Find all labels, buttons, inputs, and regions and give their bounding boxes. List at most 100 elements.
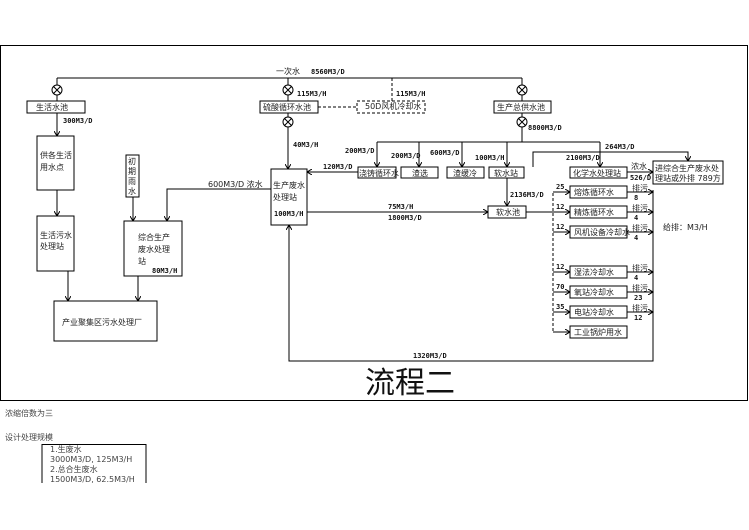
concentration-note: 浓缩倍数为三 [5,408,53,418]
flow-label: 1320M3/D [413,352,447,360]
page-title: 流程二 [365,366,455,401]
svg-text:生产废水: 生产废水 [273,180,305,190]
svg-text:雨: 雨 [128,177,136,186]
flow-label: 120M3/D [323,163,353,171]
source-flow: 8560M3/D [311,68,345,76]
svg-text:进综合生产废水处: 进综合生产废水处 [655,163,719,173]
svg-text:理站或外排 789方: 理站或外排 789方 [655,173,721,183]
chemical-water-station-box: 化学水处理站 [569,166,628,179]
slag-cooling-box: 渣缓冷 [446,166,485,179]
drain-flow: 4 [634,234,638,242]
flow-label: 600M3/D [430,149,460,157]
drain-flow: 23 [634,294,642,302]
svg-text:1.生废水: 1.生废水 [50,444,82,454]
drain-label: 排污 [632,303,648,313]
water-user-label: 氧站冷却水 [574,287,614,297]
svg-text:综合生产: 综合生产 [138,232,170,242]
water-user-label: 工业锅炉用水 [574,327,622,337]
svg-text:3000M3/D, 125M3/H: 3000M3/D, 125M3/H [50,455,132,464]
flow-label: 40M3/H [293,141,318,149]
flow-label: 600M3/D 浓水 [208,179,263,189]
soft-water-pool-box: 软水池 [487,205,527,219]
svg-text:处理站: 处理站 [40,241,64,251]
flow-label: 2136M3/D [510,191,544,199]
svg-text:期: 期 [128,167,136,176]
svg-text:渣缓冷: 渣缓冷 [453,168,477,178]
valve-icon [282,116,294,128]
feed-flow: 12 [556,263,564,271]
feed-flow: 25 [556,183,564,191]
water-user-box [569,325,628,339]
svg-text:生活污水: 生活污水 [40,230,72,240]
feed-flow: 12 [556,223,564,231]
svg-text:100M3/H: 100M3/H [274,210,304,218]
valve-icon [282,84,294,96]
svg-text:80M3/H: 80M3/H [152,267,177,275]
svg-text:渣选: 渣选 [412,168,428,178]
svg-text:50D风机冷却水: 50D风机冷却水 [365,101,421,111]
flow-label: 8800M3/D [528,124,562,132]
svg-text:初: 初 [128,156,136,166]
svg-text:产业聚集区污水处理厂: 产业聚集区污水处理厂 [62,317,142,327]
svg-text:软水站: 软水站 [494,168,518,178]
water-user-row: 精炼循环水 12 排污4 [553,203,653,222]
diagram-frame [0,45,748,401]
svg-text:处理站: 处理站 [273,192,297,202]
flow-label: 100M3/H [475,154,505,162]
flow-label: 264M3/D [605,143,635,151]
feed-flow: 12 [556,203,564,211]
valve-icon [51,84,63,96]
svg-text:用水点: 用水点 [40,162,64,172]
water-user-label: 电站冷却水 [574,307,614,317]
design-scale-box: 1.生废水 3000M3/D, 125M3/H 2.总合生废水 1500M3/D… [41,444,147,484]
drain-label: 排污 [632,183,648,193]
flow-label: 200M3/D [391,152,421,160]
drain-flow: 4 [634,214,638,222]
water-user-row: 熔炼循环水 25 排污8 [553,183,653,202]
drain-label: 排污 [632,203,648,213]
flow-label: 526/D [630,174,651,182]
park-sewage-plant-box: 产业聚集区污水处理厂 [53,300,158,342]
water-user-row: 工业锅炉用水 [553,325,628,339]
valves [51,84,528,128]
svg-text:生活水池: 生活水池 [36,102,68,112]
flow-label: 2100M3/D [566,154,600,162]
water-user-label: 湿法冷却水 [574,267,614,277]
flow-label: 115M3/H [396,90,426,98]
svg-text:软水池: 软水池 [496,207,520,217]
water-user-label: 精炼循环水 [574,207,614,217]
total-pool-box: 生产总供水池 [493,100,552,114]
valve-icon [516,116,528,128]
svg-text:浇铸循环水: 浇铸循环水 [359,168,399,178]
source-label: 一次水 [276,66,300,76]
drain-label: 排污 [632,283,648,293]
soft-water-station-box: 软水站 [488,166,525,179]
svg-text:1500M3/D, 62.5M3/H: 1500M3/D, 62.5M3/H [50,475,135,484]
design-scale-heading: 设计处理规模 [5,432,53,442]
flow-label: 浓水 [631,161,647,171]
water-user-label: 风机设备冷却水 [574,227,630,237]
svg-text:化学水处理站: 化学水处理站 [573,168,621,178]
connectors [57,77,688,362]
svg-text:水: 水 [128,186,136,196]
water-user-label: 熔炼循环水 [574,187,614,197]
svg-text:供各生活: 供各生活 [40,150,72,160]
svg-text:硫酸循环水池: 硫酸循环水池 [263,102,311,112]
drain-flow: 8 [634,194,638,202]
casting-box: 浇铸循环水 [357,166,399,179]
slag-selection-box: 渣选 [400,166,439,179]
fan-cooling-box: 50D风机冷却水 [356,100,426,114]
drain-label: 排污 [632,263,648,273]
life-pool-box: 生活水池 [26,100,86,114]
svg-text:站: 站 [138,256,146,266]
flow-label: 115M3/H [297,90,327,98]
drain-unit-label: 给排：M3/H [663,222,708,232]
